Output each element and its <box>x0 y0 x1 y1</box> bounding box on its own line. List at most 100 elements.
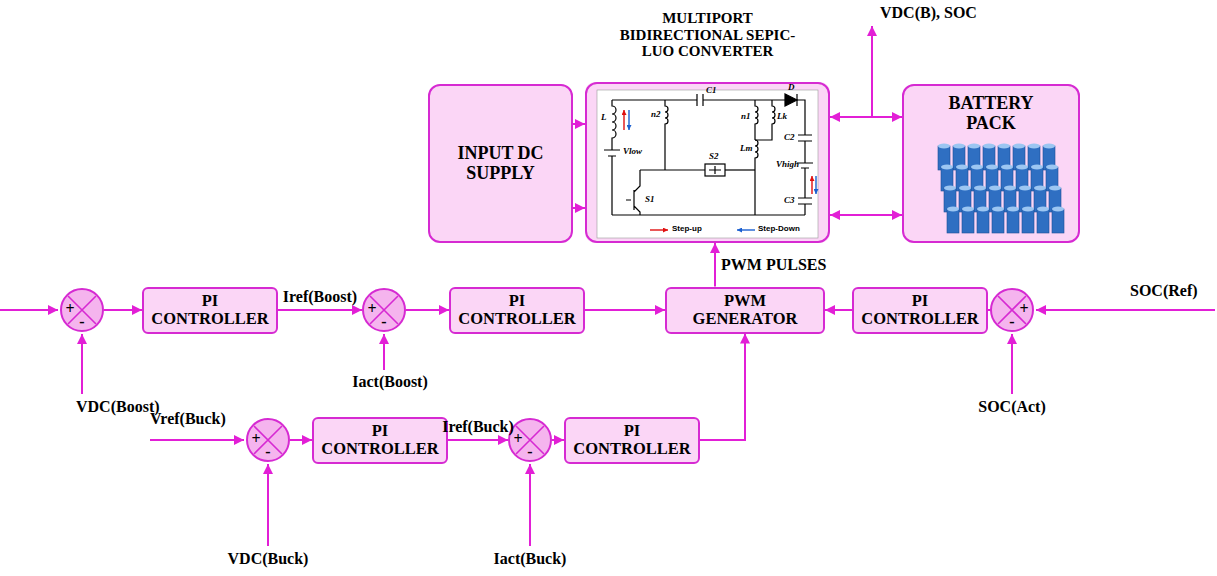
box-label: PI CONTROLLER <box>860 292 980 328</box>
summing-junction: +- <box>60 288 104 332</box>
cell <box>947 209 959 233</box>
cell-top <box>1028 144 1040 149</box>
sign: - <box>527 444 532 460</box>
component-label: C2 <box>784 133 795 143</box>
cell-top <box>944 186 956 191</box>
signal-connector <box>573 123 585 125</box>
cell-top <box>992 207 1004 212</box>
cell-top <box>1013 144 1025 149</box>
signal-label: SOC(Ref) <box>1130 282 1198 300</box>
summing-junction: +- <box>990 288 1034 332</box>
signal-label: SOC(Act) <box>978 398 1046 416</box>
signal-connector <box>573 207 585 209</box>
signal-connector <box>448 439 508 441</box>
signal-wires <box>0 26 1215 546</box>
box-label: PI CONTROLLER <box>320 422 440 458</box>
sign: + <box>513 431 522 447</box>
component-label: S1 <box>645 195 655 205</box>
legend-text: Step-up <box>672 224 702 233</box>
signal-connector <box>406 309 449 311</box>
sign: - <box>79 314 84 330</box>
signal-label: PWM PULSES <box>721 256 826 274</box>
component-label: Lk <box>777 112 787 122</box>
sign: - <box>381 314 386 330</box>
signal-label: VDC(Boost) <box>76 398 160 416</box>
pi-controller: PI CONTROLLER <box>312 417 448 464</box>
signal-connector <box>830 214 902 216</box>
input-supply-box: INPUT DC SUPPLY <box>428 84 573 243</box>
cell-top <box>968 144 980 149</box>
cell-top <box>1031 165 1043 170</box>
signal-label: Iref(Buck) <box>442 418 514 436</box>
cell-top <box>1049 186 1061 191</box>
box-label: PI CONTROLLER <box>457 292 577 328</box>
signal-connector <box>104 309 142 311</box>
box-label: PWM GENERATOR <box>685 292 805 328</box>
signal-connector <box>714 243 716 287</box>
signal-connector <box>552 439 564 441</box>
converter-schematic <box>604 94 813 215</box>
signal-connector <box>825 309 852 311</box>
component-label: L <box>601 113 607 123</box>
sign: + <box>65 301 74 317</box>
cell-top <box>1043 144 1055 149</box>
cell-top <box>959 186 971 191</box>
box-label: BATTERY PACK <box>936 94 1046 134</box>
summing-junction: +- <box>246 418 290 462</box>
sign: + <box>367 301 376 317</box>
component-label: Vlow <box>623 147 642 157</box>
component-label: D <box>788 83 795 93</box>
legend-text: Step-Down <box>758 224 800 233</box>
sign: + <box>251 431 260 447</box>
cell <box>1037 209 1049 233</box>
pwm-generator: PWM GENERATOR <box>665 287 825 334</box>
cell-top <box>1037 207 1049 212</box>
summing-junction: +- <box>508 418 552 462</box>
cell <box>1052 209 1064 233</box>
signal-label: VDC(B), SOC <box>880 4 977 22</box>
circuit-panel <box>597 90 818 238</box>
cell <box>1007 209 1019 233</box>
cell-top <box>1004 186 1016 191</box>
cell-top <box>1019 186 1031 191</box>
sign: - <box>1009 314 1014 330</box>
legend-item: Step-up <box>672 225 702 234</box>
cell-top <box>1007 207 1019 212</box>
cell-top <box>983 144 995 149</box>
sign: - <box>265 444 270 460</box>
component-label: n1 <box>741 112 751 122</box>
signal-connector <box>278 309 362 311</box>
cell-top <box>962 207 974 212</box>
cell-top <box>989 186 1001 191</box>
pi-controller: PI CONTROLLER <box>852 287 988 334</box>
box-label: INPUT DC SUPPLY <box>456 144 546 184</box>
component-label: C1 <box>706 86 717 96</box>
converter-ground <box>585 82 830 243</box>
cell-top <box>998 144 1010 149</box>
cell-top <box>938 144 950 149</box>
signal-connector <box>830 116 902 118</box>
sign: + <box>1019 301 1028 317</box>
pi-controller: PI CONTROLLER <box>564 417 700 464</box>
cell-top <box>947 207 959 212</box>
cell-top <box>986 165 998 170</box>
cell <box>992 209 1004 233</box>
cell-top <box>974 186 986 191</box>
box-label: PI CONTROLLER <box>150 292 270 328</box>
cell-top <box>1016 165 1028 170</box>
component-label: C3 <box>784 196 795 206</box>
cell <box>977 209 989 233</box>
signal-connector <box>700 334 745 441</box>
converter-title: MULTIPORT BIDIRECTIONAL SEPIC-LUO CONVER… <box>608 10 808 60</box>
signal-connector <box>290 439 312 441</box>
signal-label: Iact(Boost) <box>352 373 428 391</box>
cell-top <box>953 144 965 149</box>
battery-ground <box>902 84 1080 243</box>
cell-top <box>941 165 953 170</box>
component-label: Vhigh <box>776 160 799 170</box>
component-label: Lm <box>740 144 753 154</box>
signal-label: Iact(Buck) <box>494 550 567 568</box>
cell-top <box>1052 207 1064 212</box>
direction-arrows <box>624 110 816 230</box>
battery-cells <box>938 144 1064 234</box>
